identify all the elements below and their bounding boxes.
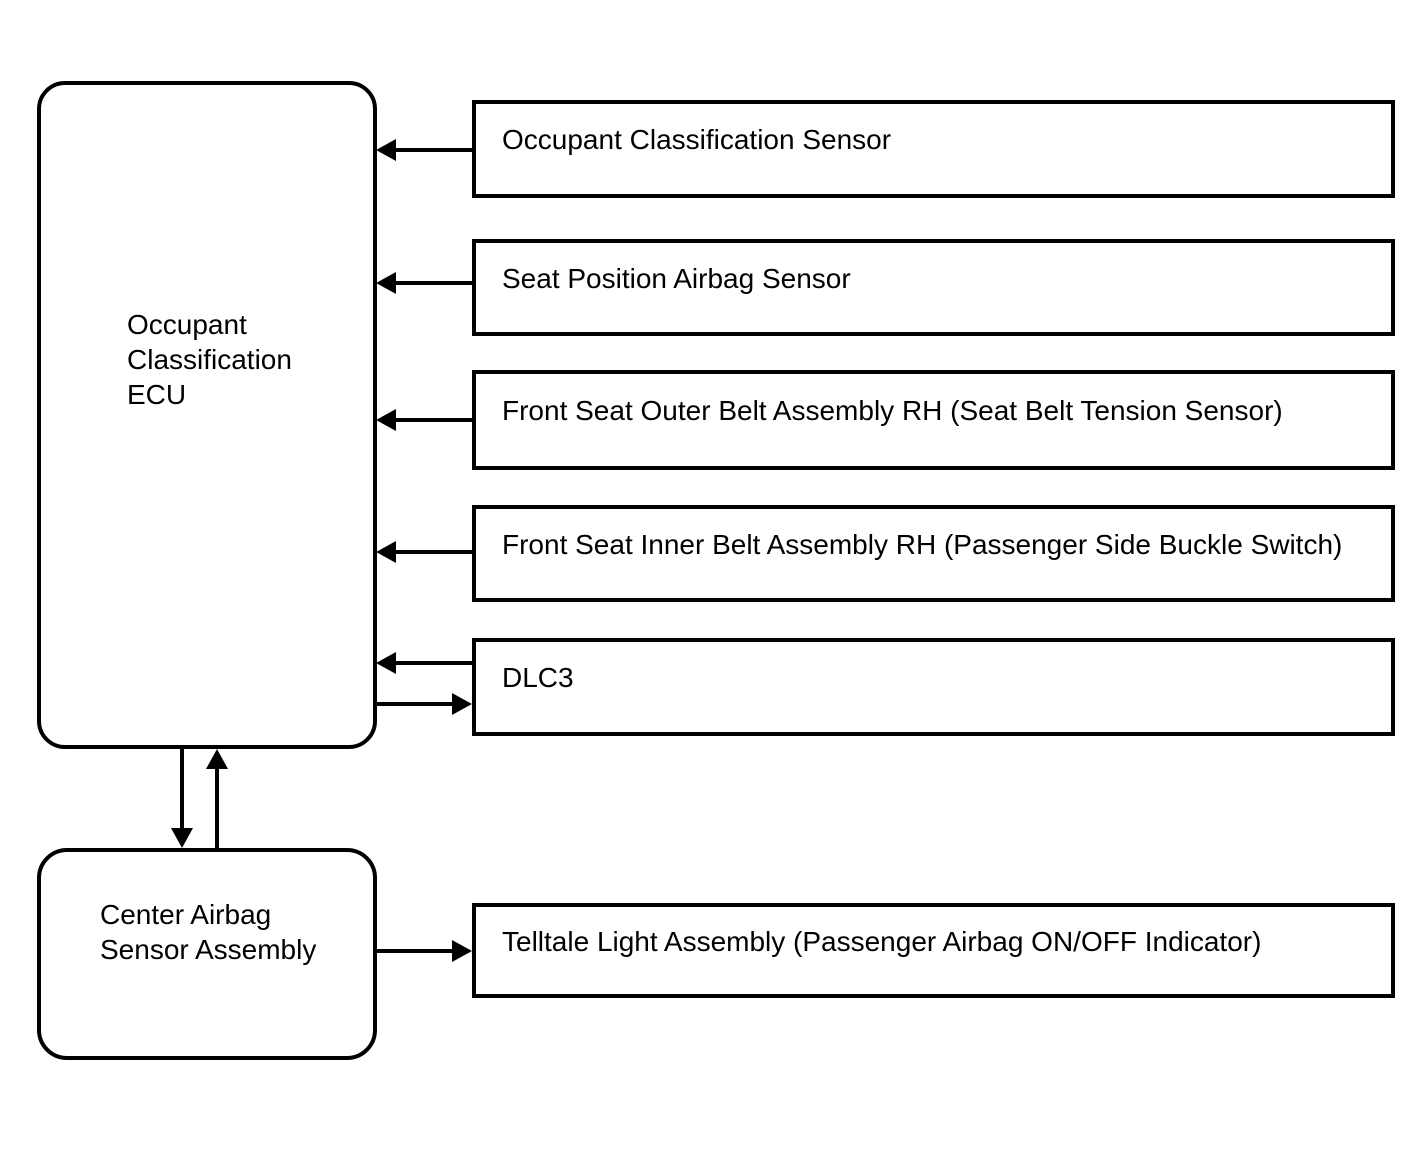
box-seat-position-airbag-sensor: Seat Position Airbag Sensor (472, 239, 1395, 336)
arrow-line (377, 949, 454, 953)
arrowhead-left (376, 272, 396, 294)
arrowhead-left (376, 541, 396, 563)
arrow-line (393, 550, 472, 554)
ecu-box (37, 81, 377, 749)
arrow-line (393, 148, 472, 152)
ecu-label: Occupant Classification ECU (127, 307, 292, 412)
box-dlc3: DLC3 (472, 638, 1395, 736)
arrowhead-down (171, 828, 193, 848)
arrow-line (180, 749, 184, 830)
box-front-seat-outer-belt-assembly: Front Seat Outer Belt Assembly RH (Seat … (472, 370, 1395, 470)
arrowhead-right (452, 940, 472, 962)
arrow-line (393, 661, 472, 665)
arrowhead-left (376, 652, 396, 674)
box-seat-position-airbag-sensor-label: Seat Position Airbag Sensor (502, 262, 851, 294)
arrow-line (393, 418, 472, 422)
box-occupant-classification-sensor-label: Occupant Classification Sensor (502, 124, 892, 155)
arrow-line (215, 767, 219, 848)
box-front-seat-outer-belt-assembly-label: Front Seat Outer Belt Assembly RH (Seat … (502, 395, 1283, 426)
box-front-seat-inner-belt-assembly-label: Front Seat Inner Belt Assembly RH (Passe… (502, 528, 1343, 560)
box-front-seat-inner-belt-assembly: Front Seat Inner Belt Assembly RH (Passe… (472, 505, 1395, 602)
ecu-label-line-1: Occupant (127, 309, 247, 340)
center-airbag-label-line-1: Center Airbag (100, 899, 272, 930)
arrowhead-right (452, 693, 472, 715)
arrow-line (377, 702, 454, 706)
arrowhead-up (206, 749, 228, 769)
center-airbag-label-line-2: Sensor Assembly (100, 934, 317, 965)
box-telltale-light-assembly-label: Telltale Light Assembly (Passenger Airba… (502, 925, 1262, 957)
arrowhead-left (376, 409, 396, 431)
box-telltale-light-assembly: Telltale Light Assembly (Passenger Airba… (472, 903, 1395, 998)
arrowhead-left (376, 139, 396, 161)
center-airbag-sensor-assembly-label: Center Airbag Sensor Assembly (100, 897, 316, 967)
box-dlc3-label: DLC3 (502, 662, 574, 693)
center-airbag-sensor-assembly-box (37, 848, 377, 1060)
ecu-label-line-3: ECU (127, 379, 187, 410)
arrow-line (393, 281, 472, 285)
ecu-label-line-2: Classification (127, 344, 292, 375)
box-occupant-classification-sensor: Occupant Classification Sensor (472, 100, 1395, 198)
